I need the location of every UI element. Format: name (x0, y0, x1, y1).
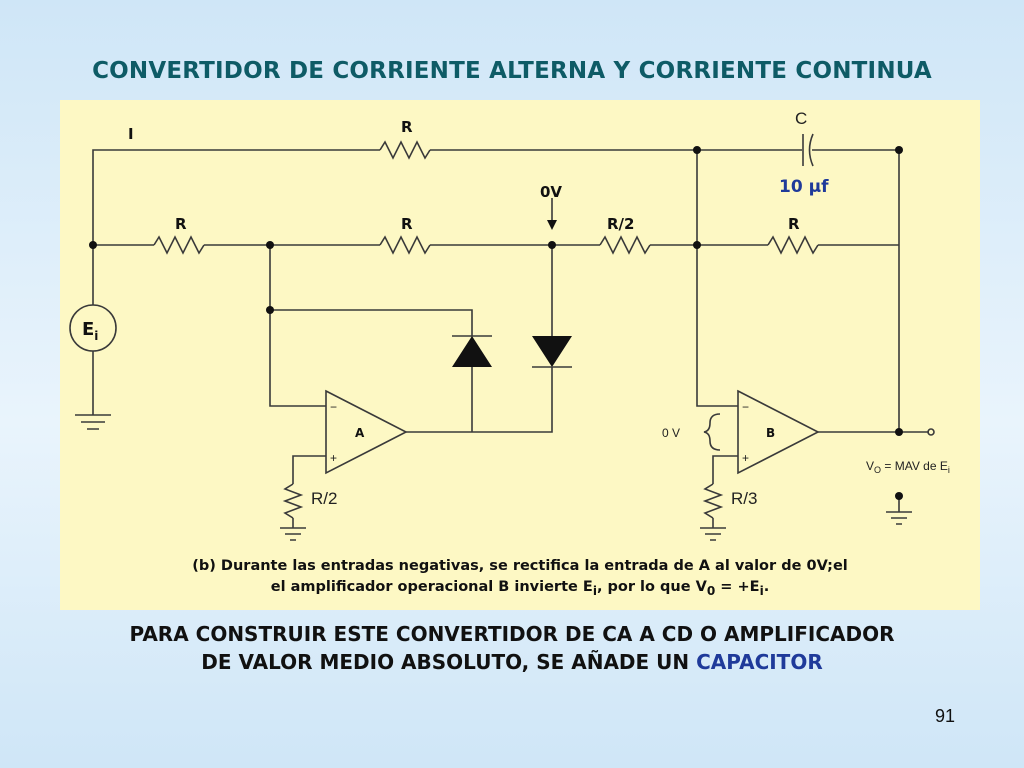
label-r-a-gnd: R/2 (311, 489, 337, 508)
label-capacitor: C (795, 109, 807, 128)
page-number: 91 (935, 706, 956, 726)
output-terminal (927, 428, 935, 436)
label-r-feedback: R (788, 215, 800, 233)
label-r-left: R (175, 215, 187, 233)
diode-down-body (532, 336, 572, 367)
wire-output (818, 150, 929, 433)
node-output-ground (895, 492, 903, 500)
footer-line-1: PARA CONSTRUIR ESTE CONVERTIDOR DE CA A … (129, 622, 895, 646)
label-zero-node: 0V (540, 183, 562, 201)
wire-b-minus (696, 150, 738, 407)
node-b-minus-top (693, 146, 701, 154)
label-r-mid: R (401, 215, 413, 233)
ground-source (75, 414, 111, 430)
resistor-left (153, 235, 205, 255)
opamp-a (325, 389, 408, 475)
opamp-a-label: A (355, 426, 365, 440)
label-capacitor-value: 10 µf (779, 177, 829, 197)
ground-a (280, 527, 306, 541)
label-zero-b: 0 V (662, 426, 680, 440)
circuit-diagram: I R R R R/2 R C 10 µf 0V Ei − + A − + B … (69, 109, 950, 541)
resistor-feedback (767, 235, 819, 255)
circuit-panel: I R R R R/2 R C 10 µf 0V Ei − + A − + B … (60, 100, 980, 610)
figure-caption: (b) Durante las entradas negativas, se r… (60, 556, 980, 602)
slide-title: CONVERTIDOR DE CORRIENTE ALTERNA Y CORRI… (92, 58, 932, 84)
ground-output (886, 511, 912, 525)
caption-line-1: (b) Durante las entradas negativas, se r… (192, 558, 848, 574)
opamp-b-plus: + (742, 451, 749, 465)
resistor-b-gnd (702, 483, 724, 519)
wire-a-minus (269, 245, 326, 407)
caption-line-2: el amplificador operacional B invierte E… (270, 579, 770, 598)
opamp-a-plus: + (330, 451, 337, 465)
label-r-top: R (401, 118, 413, 136)
label-current: I (128, 125, 134, 143)
opamp-b (737, 389, 820, 475)
resistor-top (379, 140, 431, 160)
slide-footer-text: PARA CONSTRUIR ESTE CONVERTIDOR DE CA A … (0, 620, 1024, 676)
resistor-a-gnd (282, 483, 304, 519)
node-zero (548, 241, 556, 249)
zero-brace (703, 413, 721, 451)
zero-arrow-head (547, 220, 557, 230)
node-row2-a (266, 241, 274, 249)
node-b-minus-mid (693, 241, 701, 249)
ground-b (700, 527, 726, 541)
capacitor-plate-right (808, 133, 814, 167)
footer-accent-word: CAPACITOR (696, 650, 823, 674)
footer-line-2: DE VALOR MEDIO ABSOLUTO, SE AÑADE UN CAP… (201, 650, 823, 674)
opamp-b-minus: − (742, 400, 749, 414)
wire-top-left (92, 149, 380, 247)
wire-a-plus (292, 455, 326, 484)
wire-b-plus (712, 455, 738, 484)
opamp-b-label: B (766, 426, 775, 440)
node-diode-feed (266, 306, 274, 314)
label-r-half: R/2 (607, 215, 634, 233)
opamp-a-minus: − (330, 400, 337, 414)
label-r-b-gnd: R/3 (731, 489, 757, 508)
node-output-top (895, 146, 903, 154)
source-ei-label: Ei (82, 319, 98, 343)
diode-up-body (452, 336, 492, 367)
wire-diode-down-out (406, 367, 553, 433)
label-vo: VO = MAV de Ei (866, 459, 950, 475)
node-output (895, 428, 903, 436)
resistor-half (599, 235, 651, 255)
wire-diode-feed (270, 309, 473, 336)
node-left (89, 241, 97, 249)
resistor-mid (379, 235, 431, 255)
